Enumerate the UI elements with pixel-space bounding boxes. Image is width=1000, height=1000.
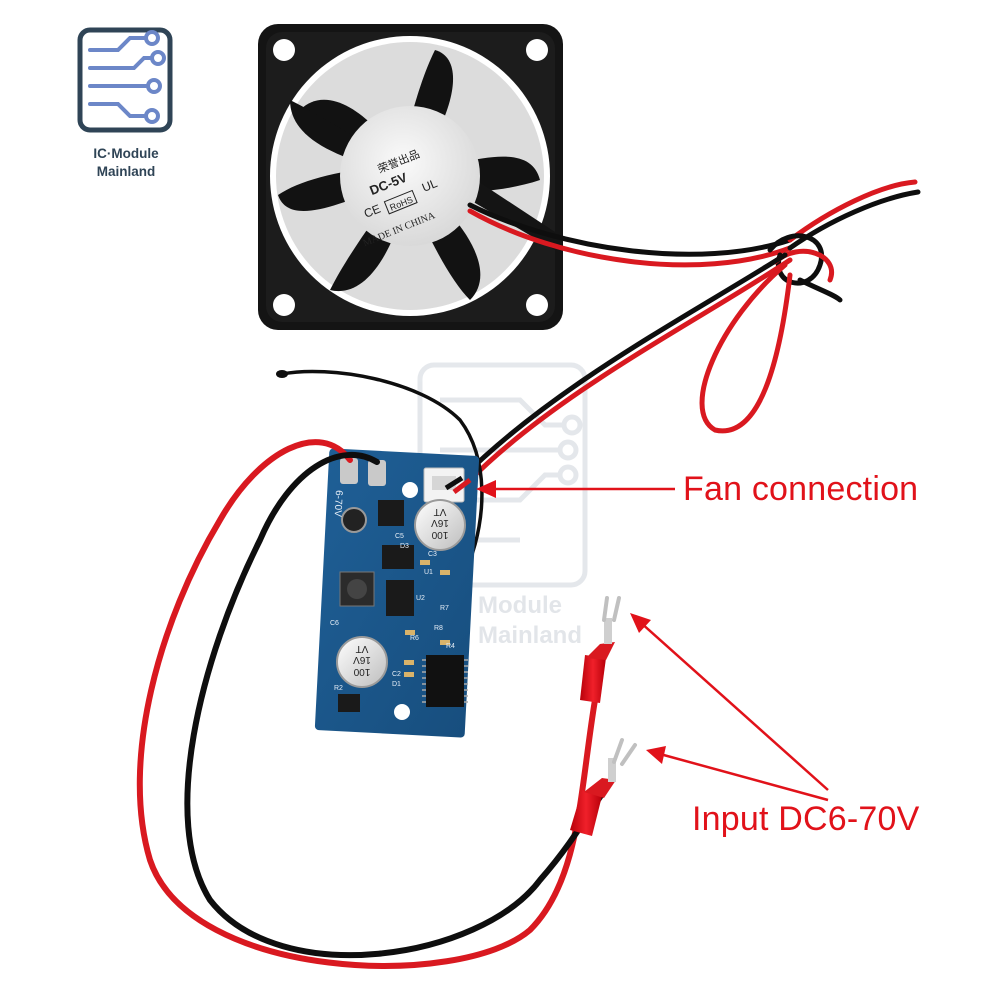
board-voltage-silk: 6-70V <box>332 490 344 518</box>
fan-wire-bundle <box>459 179 921 483</box>
circuit-logo-icon <box>77 27 173 133</box>
silk-ref: C6 <box>330 620 339 627</box>
cap1-value: 100 <box>431 529 448 540</box>
silk-ref: D3 <box>400 543 409 550</box>
input-terminal <box>340 458 358 484</box>
silk-ref: R4 <box>446 643 455 650</box>
silk-ref: R2 <box>334 685 343 692</box>
silk-ref: U1 <box>424 569 433 576</box>
cap2-series: VT <box>356 643 369 654</box>
silk-ref: C5 <box>395 533 404 540</box>
input-wires <box>136 439 608 969</box>
silk-ref: U2 <box>416 595 425 602</box>
brand-logo: IC·Module Mainland <box>74 24 178 184</box>
fan-connection-label: Fan connection <box>683 470 919 508</box>
ic-chip <box>386 580 414 616</box>
watermark-line1: Module <box>478 592 562 619</box>
silk-ref: C3 <box>428 551 437 558</box>
input-arrow-upper <box>639 621 829 791</box>
silk-ref: R8 <box>434 625 443 632</box>
fan-mount-hole <box>273 294 295 316</box>
cap2-voltage: 16V <box>353 654 371 665</box>
spade-terminal <box>580 596 621 703</box>
electrolytic-capacitor: 100 16V VT <box>336 636 388 688</box>
silk-ref: C2 <box>392 671 401 678</box>
fan-mount-hole <box>273 39 295 61</box>
fan-mount-hole <box>526 294 548 316</box>
input-terminal <box>368 460 386 486</box>
ic-chip <box>382 545 414 569</box>
silk-ref: R7 <box>440 605 449 612</box>
cap2-value: 100 <box>353 666 370 677</box>
electrolytic-capacitor: 100 16V VT <box>414 499 466 551</box>
watermark-line2: Mainland <box>478 622 583 649</box>
ic-chip <box>378 500 404 526</box>
silk-ref: D1 <box>392 681 401 688</box>
pcb-mount-hole <box>394 704 410 720</box>
input-arrow-lower <box>659 752 829 802</box>
controller-board: 100 16V VT 100 16V VT <box>314 448 480 738</box>
annotation-arrows <box>476 480 829 802</box>
fan-mount-hole <box>526 39 548 61</box>
logo-line2: Mainland <box>96 164 156 179</box>
cap1-voltage: 16V <box>431 517 449 528</box>
silk-ref: R6 <box>410 635 419 642</box>
input-voltage-label: Input DC6-70V <box>692 800 920 838</box>
fan-plug-wires <box>444 475 472 494</box>
logo-line1: IC·Module <box>93 146 159 161</box>
fan-ce-text: CE <box>362 202 383 221</box>
microcontroller-chip <box>426 655 464 707</box>
small-capacitor <box>341 507 367 533</box>
fan-ul-text: UL <box>420 176 440 195</box>
pcb-mount-hole <box>402 482 418 498</box>
diode <box>338 694 360 712</box>
cap1-series: VT <box>434 506 447 517</box>
spade-terminal <box>570 738 637 836</box>
cooling-fan: 荣誉出品 DC-5V CE RoHS UL MADE IN CHINA <box>258 24 563 330</box>
fan-hub-label <box>340 106 480 246</box>
